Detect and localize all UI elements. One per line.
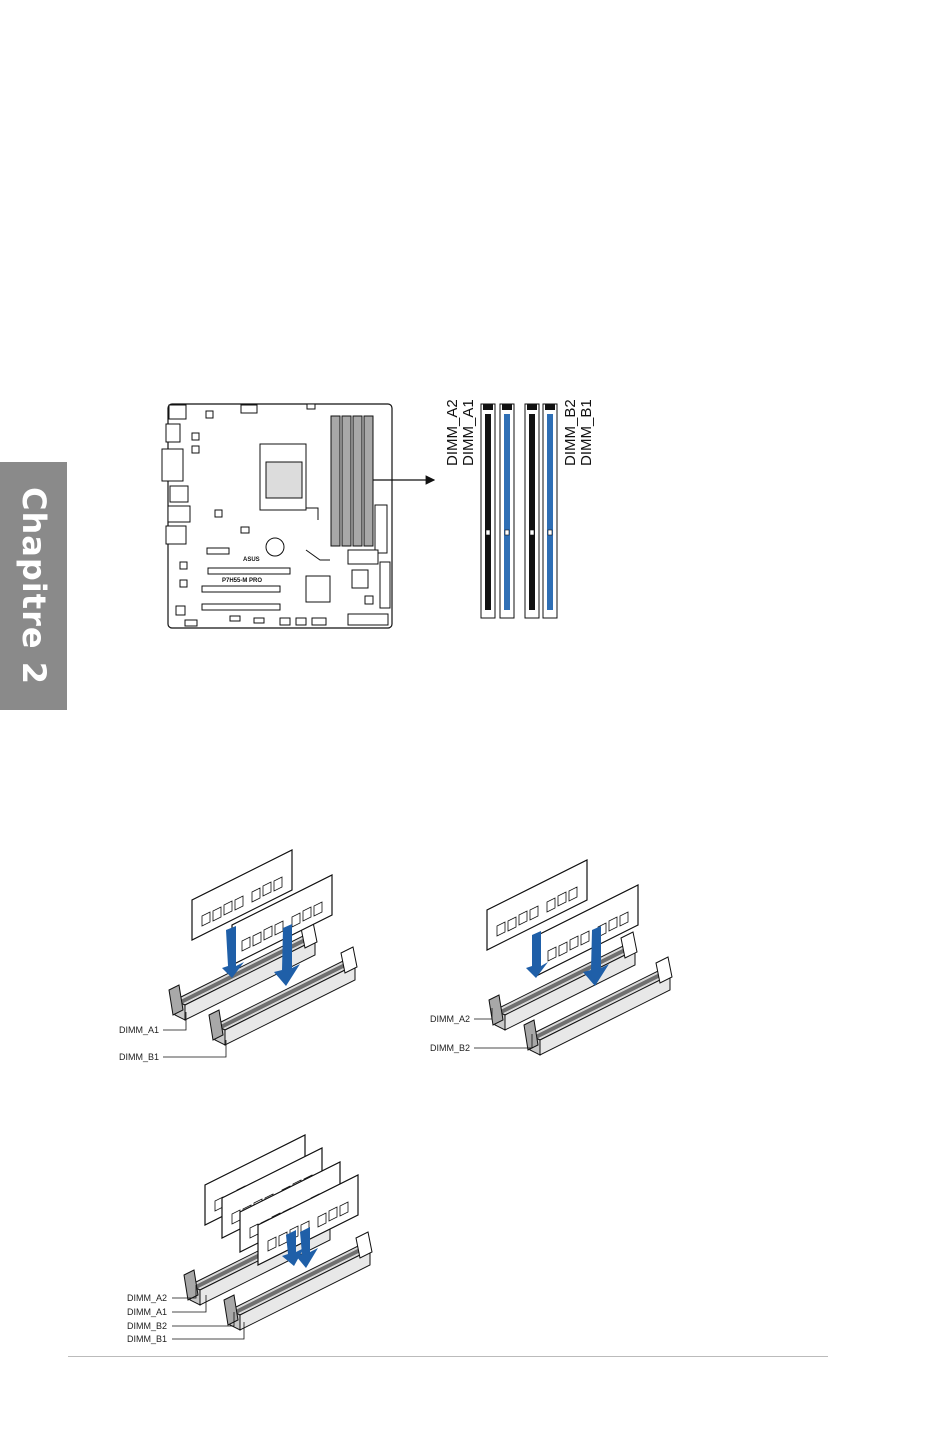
config-c-label-a1: DIMM_A1 [127,1307,167,1317]
config-all-four-illustration: DIMM_A2 DIMM_A1 DIMM_B2 DIMM_B1 [127,1135,372,1344]
motherboard-logo: ASUS [243,557,260,563]
motherboard-model: P7H55-M PRO [222,578,262,584]
dimm-label-a1: DIMM_A1 [460,399,477,466]
dimm-label-b1: DIMM_B1 [578,399,595,466]
config-a2-b2-illustration: DIMM_A2 DIMM_B2 [430,860,672,1055]
config-a1-b1-illustration: DIMM_A1 DIMM_B1 [119,850,357,1062]
config-c-label-b2: DIMM_B2 [127,1321,167,1331]
config-c-label-a2: DIMM_A2 [127,1293,167,1303]
config-b-label-a2: DIMM_A2 [430,1014,470,1024]
footer-divider [68,1356,828,1357]
config-b-label-b2: DIMM_B2 [430,1043,470,1053]
dimm-label-b2: DIMM_B2 [562,399,579,466]
dimm-label-a2: DIMM_A2 [444,399,461,466]
config-a-label-a1: DIMM_A1 [119,1025,159,1035]
config-a-label-b1: DIMM_B1 [119,1052,159,1062]
config-c-label-b1: DIMM_B1 [127,1334,167,1344]
dimm-slot-closeup: DIMM_A2 DIMM_A1 DIMM_B2 DIMM_B1 [444,399,595,618]
motherboard-diagram: ASUS P7H55-M PRO [162,404,434,628]
